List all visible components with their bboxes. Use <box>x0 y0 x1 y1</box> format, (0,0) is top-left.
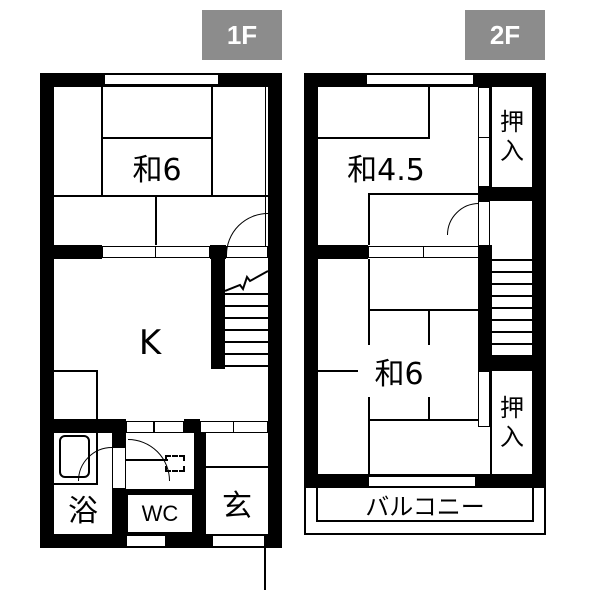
room-label-washitsu45: 和4.5 <box>324 141 448 193</box>
room-label-wc: WC <box>141 500 179 526</box>
wall <box>478 201 490 251</box>
floor-plan-1f: 和6 K 浴 WC 玄 <box>40 73 282 548</box>
staircase[interactable] <box>225 293 268 369</box>
closet-label-top: 押 <box>500 393 524 422</box>
tatami-line <box>368 193 370 245</box>
window <box>233 421 268 433</box>
wall <box>478 187 546 201</box>
wall <box>304 245 368 259</box>
window <box>126 421 154 433</box>
tatami-line <box>318 370 358 372</box>
wall <box>40 245 102 259</box>
balcony <box>304 488 546 535</box>
tatami-line <box>428 87 430 139</box>
wall <box>478 357 546 371</box>
tatami-line <box>101 137 213 139</box>
tatami-line <box>211 87 213 197</box>
room-label-washitsu6: 和6 <box>132 153 182 188</box>
tatami-line <box>368 419 480 421</box>
stair-break-icon <box>225 270 268 292</box>
door-leaf <box>264 548 266 590</box>
window <box>104 74 219 85</box>
closet-label-bottom: 入 <box>500 422 524 451</box>
tatami-line <box>318 137 430 139</box>
closet-door[interactable] <box>478 137 490 187</box>
room-label-balcony: バルコニー <box>365 492 485 521</box>
sliding-door[interactable] <box>423 246 479 258</box>
room-label-oshiire-2: 押 入 <box>492 371 532 474</box>
closet-door[interactable] <box>478 371 490 427</box>
entrance-door[interactable] <box>212 535 265 547</box>
balcony-inner <box>316 488 534 522</box>
closet-label-top: 押 <box>500 108 524 137</box>
tatami-line <box>54 195 268 197</box>
sliding-door[interactable] <box>155 246 210 258</box>
floor-plan-2f: 和4.5 押 入 和6 押 入 バルコニー <box>304 73 546 535</box>
room-label-entrance: 玄 <box>222 489 252 524</box>
wall <box>210 245 226 259</box>
sliding-door[interactable] <box>368 246 424 258</box>
floor-badge-1f: 1F <box>202 10 282 60</box>
window <box>200 421 234 433</box>
tatami-line <box>368 193 480 195</box>
wall <box>184 419 200 433</box>
staircase[interactable] <box>492 259 532 357</box>
wall <box>304 73 318 488</box>
closet-wall <box>490 87 492 187</box>
wall <box>40 73 54 548</box>
room-label-bath: 浴 <box>68 494 98 529</box>
floor-badge-2f: 2F <box>465 10 545 60</box>
window <box>126 535 166 547</box>
closet-door[interactable] <box>478 87 490 139</box>
wall <box>478 245 492 385</box>
tatami-line <box>155 195 157 245</box>
wall <box>194 433 206 534</box>
balcony-window[interactable] <box>368 476 476 487</box>
window <box>366 74 474 85</box>
floor-drain-icon <box>165 455 185 472</box>
closet-label-bottom: 入 <box>500 137 524 165</box>
wc-outline <box>126 493 194 534</box>
wall <box>532 73 546 488</box>
room-label-kitchen: K <box>138 323 162 363</box>
wall <box>268 73 282 548</box>
tatami-line <box>265 87 266 247</box>
sliding-door[interactable] <box>102 246 156 258</box>
step-line <box>206 466 268 468</box>
window <box>154 421 184 433</box>
door-frame <box>112 447 126 489</box>
tatami-line <box>368 309 480 311</box>
wall <box>211 259 225 369</box>
room-label-oshiire-1: 押 入 <box>492 87 532 187</box>
room-label-washitsu6-2f: 和6 <box>362 345 436 397</box>
closet-wall <box>490 371 492 474</box>
wall <box>40 419 126 433</box>
wall <box>126 489 206 493</box>
tatami-line <box>101 87 103 197</box>
